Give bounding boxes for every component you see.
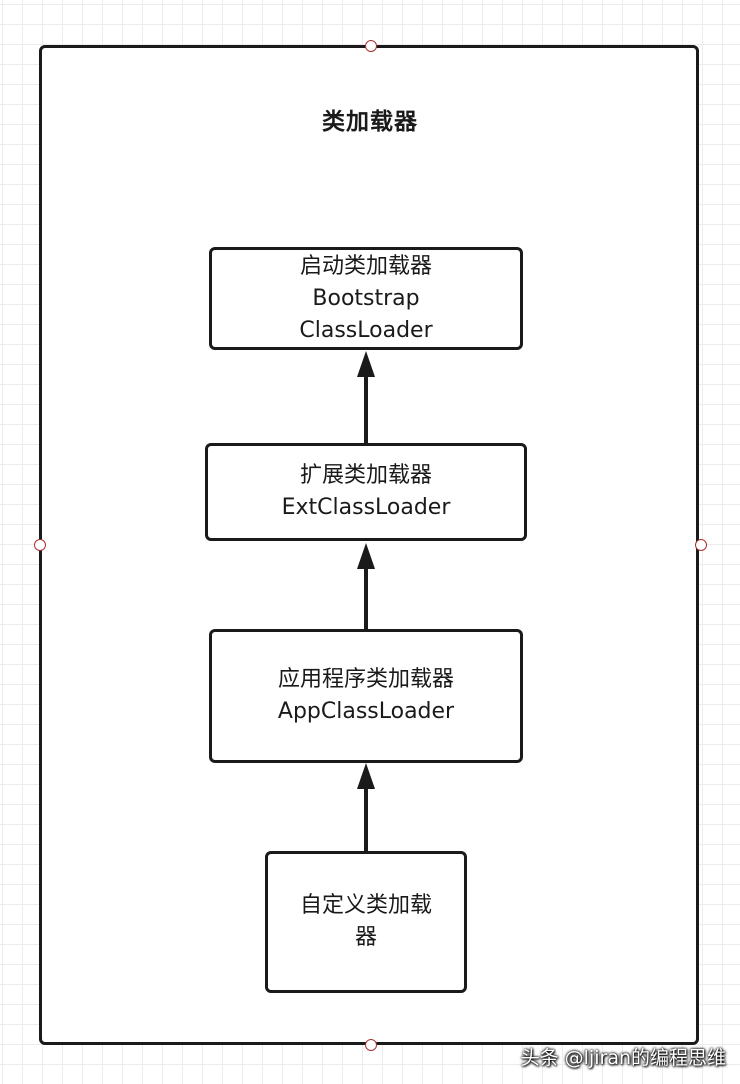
node-custom-label-line1: 自定义类加载 (299, 893, 432, 918)
node-custom-label-line2: 器 (354, 925, 377, 950)
node-ext-classloader[interactable]: 扩展类加载器 ExtClassLoader (205, 443, 527, 541)
node-ext-label-cn: 扩展类加载器 (299, 463, 432, 488)
node-app-classloader[interactable]: 应用程序类加载器 AppClassLoader (209, 629, 523, 763)
node-bootstrap-label-cn: 启动类加载器 (299, 253, 432, 279)
node-app-label-cn: 应用程序类加载器 (277, 667, 454, 692)
node-custom-classloader[interactable]: 自定义类加载 器 (265, 851, 467, 993)
resize-handle-top[interactable] (365, 40, 377, 52)
node-ext-label-en: ExtClassLoader (281, 495, 451, 520)
resize-handle-bottom[interactable] (365, 1039, 377, 1051)
resize-handle-left[interactable] (34, 539, 46, 551)
watermark-text: 头条 @ljiran的编程思维 (520, 1047, 726, 1069)
node-bootstrap-label-en1: Bootstrap (312, 285, 420, 311)
node-app-label-en: AppClassLoader (277, 699, 455, 724)
node-bootstrap-label-en2: ClassLoader (299, 317, 433, 343)
node-bootstrap-classloader[interactable]: 启动类加载器 Bootstrap ClassLoader (209, 247, 523, 350)
diagram-title: 类加载器 (322, 109, 418, 135)
resize-handle-right[interactable] (695, 539, 707, 551)
